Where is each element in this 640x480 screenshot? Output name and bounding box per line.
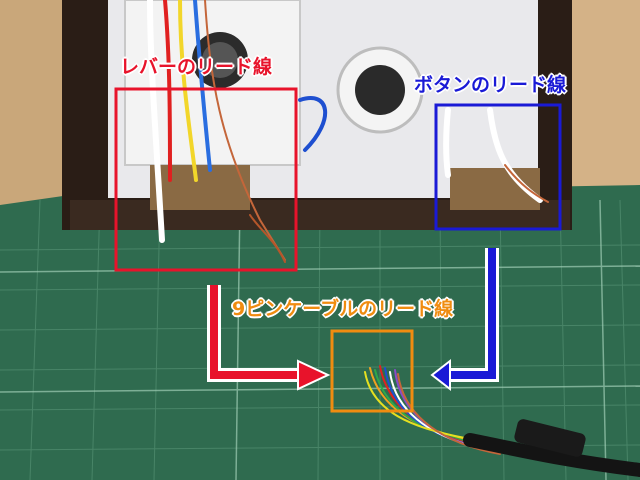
cable-strain-relief <box>514 419 586 457</box>
button-wires <box>443 107 549 203</box>
lever-wires-label: レバーのリード線 <box>120 56 273 78</box>
blue-arrow <box>430 248 499 392</box>
lever-wires-box <box>114 87 298 272</box>
lever-wood-block <box>150 165 250 210</box>
button-wires-label: ボタンのリード線 <box>414 74 567 96</box>
red-arrow <box>207 285 331 391</box>
cable-wires-box <box>330 329 414 413</box>
black-cable <box>463 433 640 477</box>
cable-wires-label: 9ピンケーブルのリード線 <box>232 298 454 320</box>
button-wires-box <box>434 103 562 231</box>
